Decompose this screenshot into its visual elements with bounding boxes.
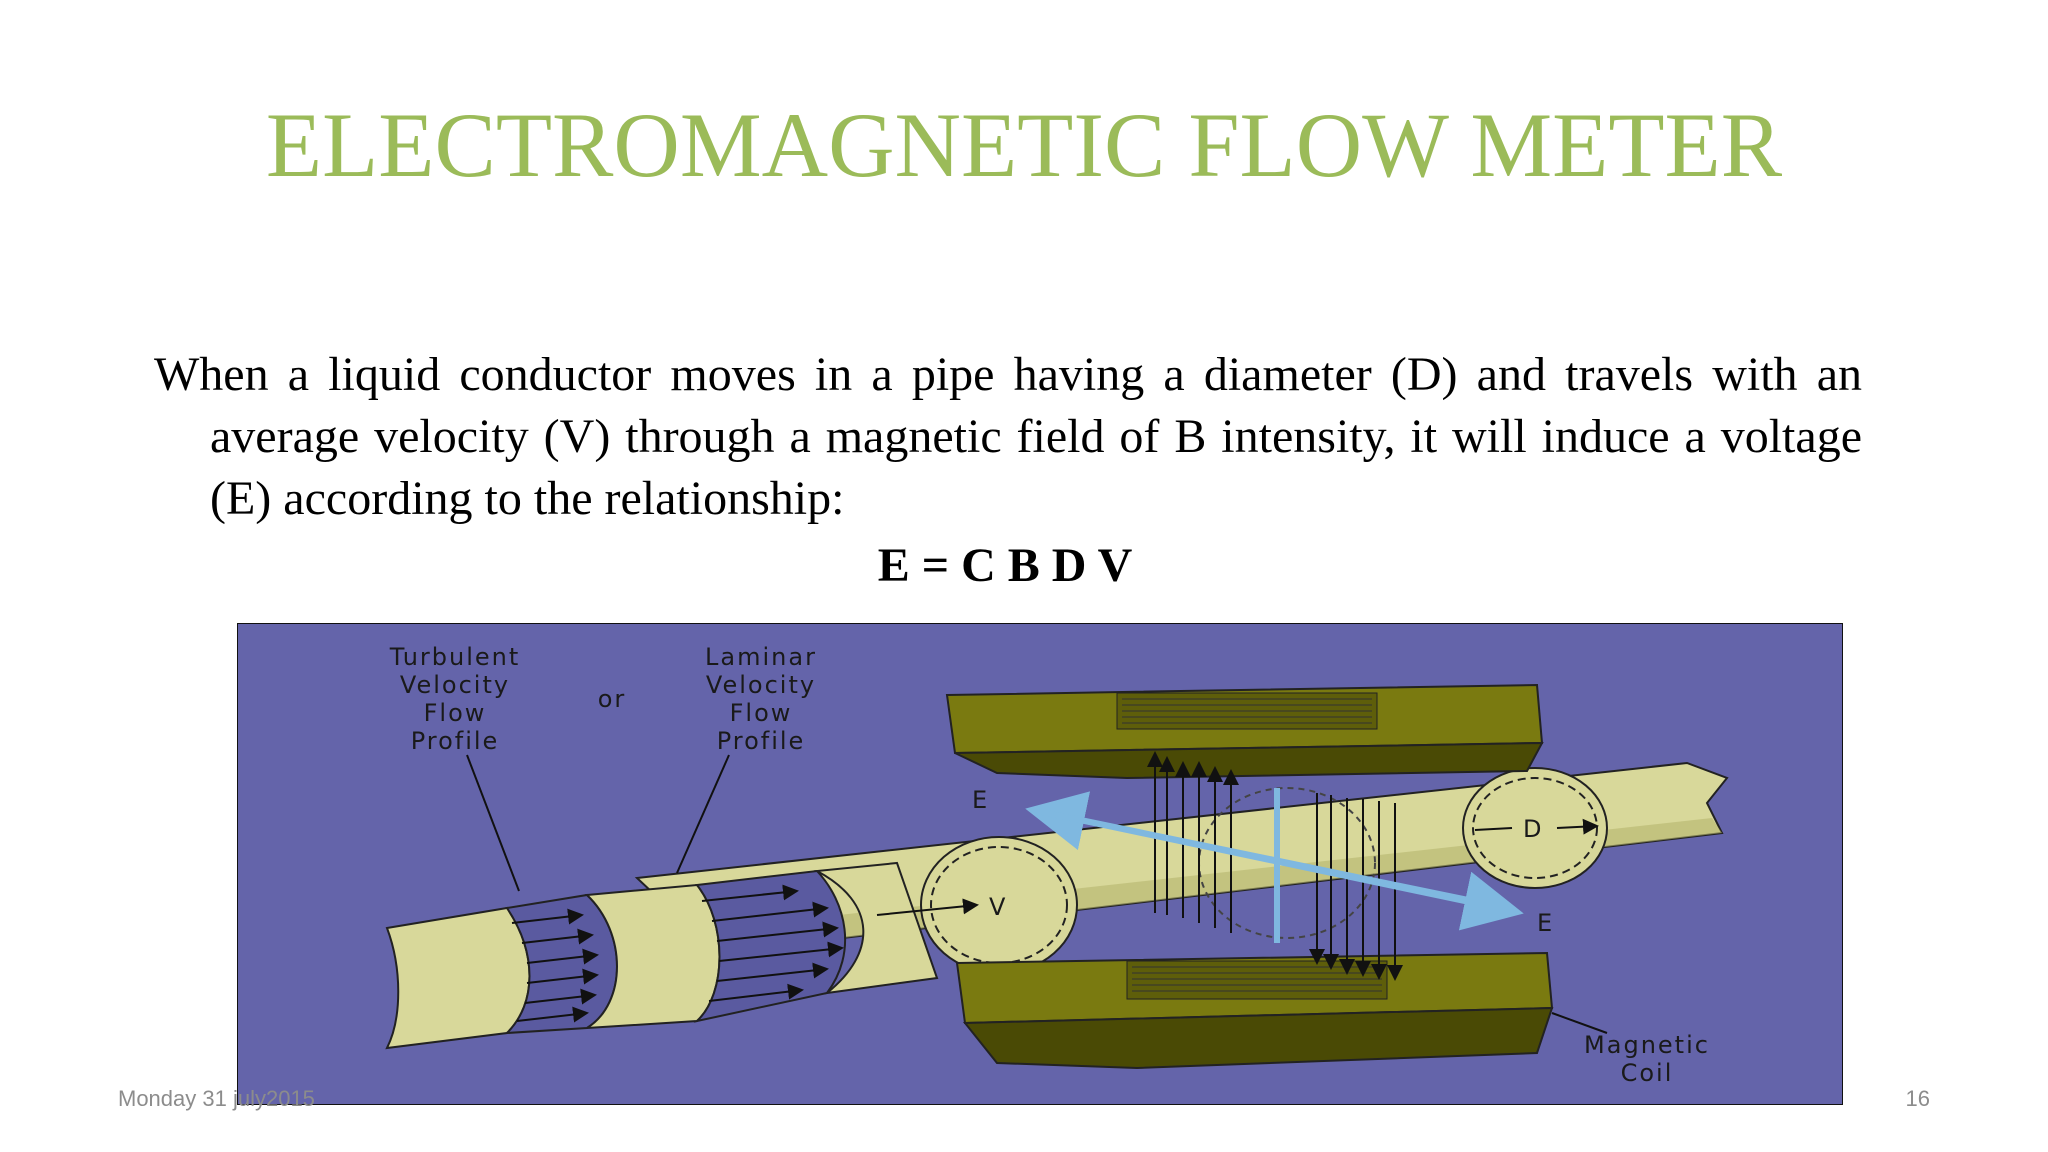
or-label: or [598,685,627,713]
e-label-right: E [1537,909,1554,937]
svg-text:Profile: Profile [717,727,806,755]
svg-text:Flow: Flow [424,699,487,727]
paragraph-text: When a liquid conductor moves in a pipe … [154,348,1862,525]
diagram-svg: V D [237,623,1843,1105]
footer-date: Monday 31 july2015 [118,1086,315,1111]
slide-title: ELECTROMAGNETIC FLOW METER [265,94,1783,196]
flow-meter-diagram: V D [237,623,1843,1105]
pipe-left-section [385,906,531,1050]
svg-text:Velocity: Velocity [706,671,816,699]
laminar-label: Laminar Velocity Flow Profile [676,643,817,874]
svg-text:Turbulent: Turbulent [389,643,521,671]
upper-magnetic-coil [945,683,1544,780]
svg-text:Coil: Coil [1621,1059,1674,1087]
svg-text:Velocity: Velocity [400,671,510,699]
magnetic-coil-label: Magnetic Coil [1551,1012,1710,1087]
svg-text:Profile: Profile [411,727,500,755]
turbulent-label: Turbulent Velocity Flow Profile [389,643,521,892]
page-number: 16 [1905,1086,1930,1111]
lower-magnetic-coil [955,951,1554,1070]
svg-text:Laminar: Laminar [705,643,817,671]
diameter-cross-section: D [1462,767,1608,889]
equation: E = C B D V [877,539,1133,592]
v-label: V [989,893,1007,921]
svg-text:Magnetic: Magnetic [1584,1031,1710,1059]
electrode-axis: E E [972,786,1554,943]
body-paragraph: When a liquid conductor moves in a pipe … [154,344,1862,530]
d-label: D [1523,815,1543,843]
e-label-left: E [972,786,989,814]
svg-text:Flow: Flow [730,699,793,727]
